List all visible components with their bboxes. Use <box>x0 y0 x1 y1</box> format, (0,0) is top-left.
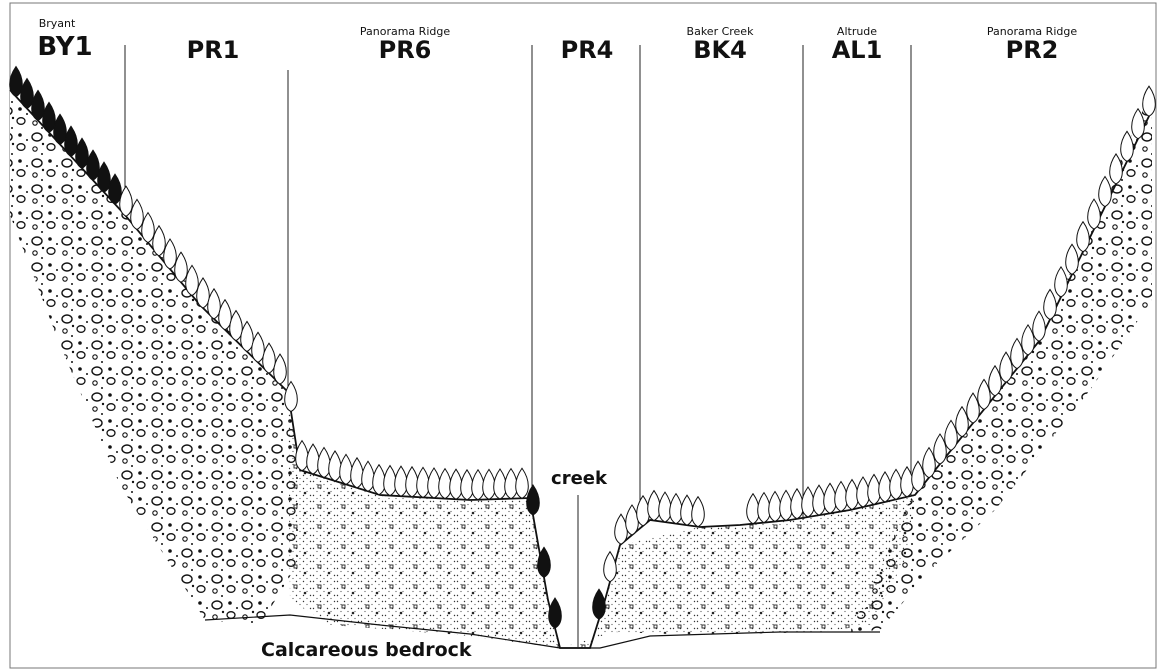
deciduous-tree-icon <box>659 492 672 522</box>
deciduous-tree-icon <box>1066 244 1079 274</box>
column-code-pr2: PR2 <box>1006 36 1059 64</box>
deciduous-tree-icon <box>604 552 617 582</box>
deciduous-tree-icon <box>1055 267 1068 297</box>
deciduous-tree-icon <box>615 514 628 544</box>
column-code-pr6: PR6 <box>379 36 432 64</box>
deciduous-tree-icon <box>428 468 441 498</box>
column-headings: Bryant BY1 PR1 Panorama Ridge PR6 PR4 Ba… <box>37 17 1077 64</box>
deciduous-tree-icon <box>626 505 639 535</box>
deciduous-tree-icon <box>1077 222 1090 252</box>
deciduous-tree-icon <box>362 461 375 491</box>
deciduous-tree-icon <box>329 451 342 481</box>
deciduous-tree-icon <box>307 444 320 474</box>
deciduous-tree-icon <box>318 448 331 478</box>
column-code-pr1: PR1 <box>187 36 240 64</box>
deciduous-tree-icon <box>1121 131 1134 161</box>
deciduous-tree-icon <box>670 494 683 524</box>
deciduous-tree-icon <box>417 467 430 497</box>
column-code-by1: BY1 <box>37 32 92 62</box>
deciduous-tree-icon <box>439 469 452 499</box>
conifer-tree-icon <box>549 598 562 628</box>
column-code-bk4: BK4 <box>693 36 747 64</box>
deciduous-tree-icon <box>285 382 298 412</box>
column-subtitle-by1: Bryant <box>39 17 76 30</box>
deciduous-tree-icon <box>1044 289 1057 319</box>
deciduous-tree-icon <box>1099 177 1112 207</box>
deciduous-tree-icon <box>516 468 529 498</box>
deciduous-tree-icon <box>450 469 463 499</box>
deciduous-tree-icon <box>296 441 309 471</box>
bedrock-label: Calcareous bedrock <box>261 639 472 661</box>
deciduous-tree-icon <box>648 491 661 521</box>
deciduous-tree-icon <box>692 497 705 527</box>
conifer-tree-icon <box>593 589 606 619</box>
deciduous-tree-icon <box>1088 199 1101 229</box>
deciduous-tree-icon <box>1110 154 1123 184</box>
conifer-tree-icon <box>527 485 540 515</box>
conifer-tree-icon <box>10 67 23 97</box>
deciduous-tree-icon <box>681 495 694 525</box>
deciduous-tree-icon <box>406 467 419 497</box>
column-code-pr4: PR4 <box>561 36 614 64</box>
column-code-al1: AL1 <box>832 36 883 64</box>
deciduous-tree-icon <box>1143 86 1156 116</box>
deciduous-tree-icon <box>384 466 397 496</box>
deciduous-tree-icon <box>351 458 364 488</box>
creek-label: creek <box>551 468 608 489</box>
deciduous-tree-icon <box>373 465 386 495</box>
deciduous-tree-icon <box>1033 311 1046 341</box>
deciduous-tree-icon <box>340 454 353 484</box>
deciduous-tree-icon <box>395 466 408 496</box>
